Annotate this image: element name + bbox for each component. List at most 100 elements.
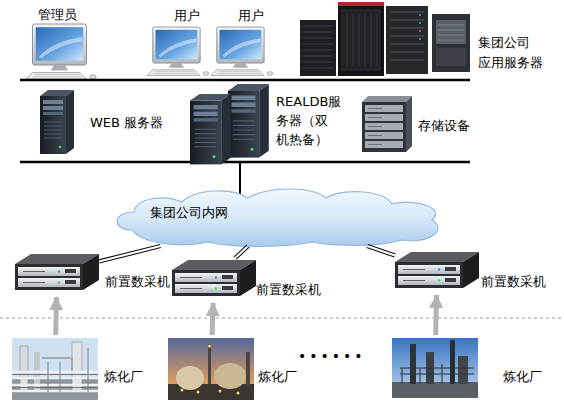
plant-photo [197, 391, 200, 394]
plant-photo [392, 338, 478, 398]
network-link [368, 244, 396, 254]
node-label: REALDB服 务器（双 机热备） [276, 92, 341, 149]
collector-icon [395, 252, 479, 288]
user-computer: 用户 [148, 26, 210, 76]
server-tower-icon [190, 94, 231, 164]
plant-photo [214, 363, 246, 389]
plant-photo [48, 348, 88, 392]
server-tower-icon [40, 90, 74, 154]
plant-photo [392, 338, 478, 398]
storage-icon [362, 96, 412, 102]
plant-photo [168, 338, 254, 400]
plant-photo [208, 344, 211, 384]
plant-photo [392, 382, 478, 398]
server-rack [386, 6, 428, 74]
network-bus [20, 79, 470, 82]
node-label: 炼化厂 [503, 369, 542, 385]
plant-photo [402, 364, 442, 384]
data-flow-arrow [435, 295, 437, 335]
node-label: 用户 [174, 8, 200, 24]
server-rack [438, 25, 464, 40]
ellipsis-mark: •••••• [298, 348, 366, 364]
server-rack [342, 10, 380, 70]
network-link [99, 244, 161, 259]
network-link [236, 247, 249, 259]
node-label: 集团公司内网 [150, 205, 228, 221]
plant-photo [12, 338, 98, 400]
intranet-cloud: 集团公司内网 [112, 186, 448, 246]
divider-line [0, 318, 564, 319]
plant-photo [176, 366, 204, 390]
node-label: 存储设备 [418, 118, 470, 134]
network-link [99, 248, 161, 263]
web-server: WEB 服务器 [40, 90, 74, 154]
data-flow-arrow [53, 297, 59, 335]
plant-photo [12, 338, 98, 400]
server-rack [390, 12, 424, 60]
cloud-outline [117, 189, 438, 247]
storage-icon [362, 96, 412, 152]
server-rack [419, 14, 421, 16]
data-flow-arrow [433, 295, 439, 335]
plant-photo [72, 342, 82, 390]
server-rack [419, 22, 421, 24]
network-link [367, 248, 395, 258]
data-flow-arrow [55, 297, 57, 335]
node-label: 集团公司 应用服务器 [478, 33, 543, 73]
plant-photo [181, 389, 184, 392]
plant-photo [410, 344, 416, 384]
plant-photo [219, 390, 222, 393]
node-label: 用户 [238, 8, 264, 24]
server-rack [300, 2, 470, 76]
refinery-plant: 炼化厂 [12, 338, 98, 400]
node-label: 管理员 [38, 7, 77, 23]
storage-device: 存储设备 [362, 96, 412, 152]
node-label: 前置数采机 [481, 274, 546, 290]
network-link [234, 245, 249, 259]
storage-icon [362, 102, 406, 152]
data-collector: 前置数采机 [172, 258, 256, 298]
collector-icon [172, 260, 256, 296]
node-label: WEB 服务器 [90, 115, 163, 131]
node-label: 前置数采机 [105, 274, 170, 290]
data-flow-arrow [212, 303, 213, 335]
data-collector: 前置数采机 [15, 252, 99, 292]
data-collector: 前置数采机 [395, 250, 479, 290]
server-tower-icon [228, 84, 269, 158]
server-rack [300, 20, 336, 76]
computer-icon [211, 27, 273, 75]
app-server-group: 集团公司 应用服务器 [298, 0, 472, 78]
database-server: REALDB服 务器（双 机热备） [186, 84, 274, 166]
plant-photo [42, 358, 72, 372]
plant-photo [12, 372, 98, 391]
refinery-plant: 炼化厂 [392, 338, 478, 398]
refinery-plant: 炼化厂 [168, 338, 254, 400]
server-rack [432, 14, 470, 72]
server-rack [347, 14, 377, 66]
collector-icon [15, 254, 99, 290]
plant-photo [246, 352, 250, 386]
storage-icon [368, 109, 382, 145]
plant-photo [20, 346, 28, 390]
network-link [239, 162, 241, 194]
server-rack [419, 30, 421, 32]
admin-computer: 管理员 [26, 24, 96, 80]
plant-photo [237, 392, 240, 395]
plant-photo [400, 368, 474, 374]
network-link [99, 244, 161, 263]
node-label: 炼化厂 [104, 369, 143, 385]
server-rack [338, 2, 384, 6]
server-rack [436, 48, 466, 66]
user-computer: 用户 [212, 26, 274, 76]
network-bus [20, 161, 470, 164]
node-label: 前置数采机 [256, 282, 321, 298]
plant-photo [12, 375, 98, 388]
storage-icon [406, 96, 412, 152]
network-link [367, 244, 396, 257]
data-flow-arrow [212, 303, 213, 335]
computer-icon [147, 27, 209, 75]
server-rack [419, 38, 421, 40]
